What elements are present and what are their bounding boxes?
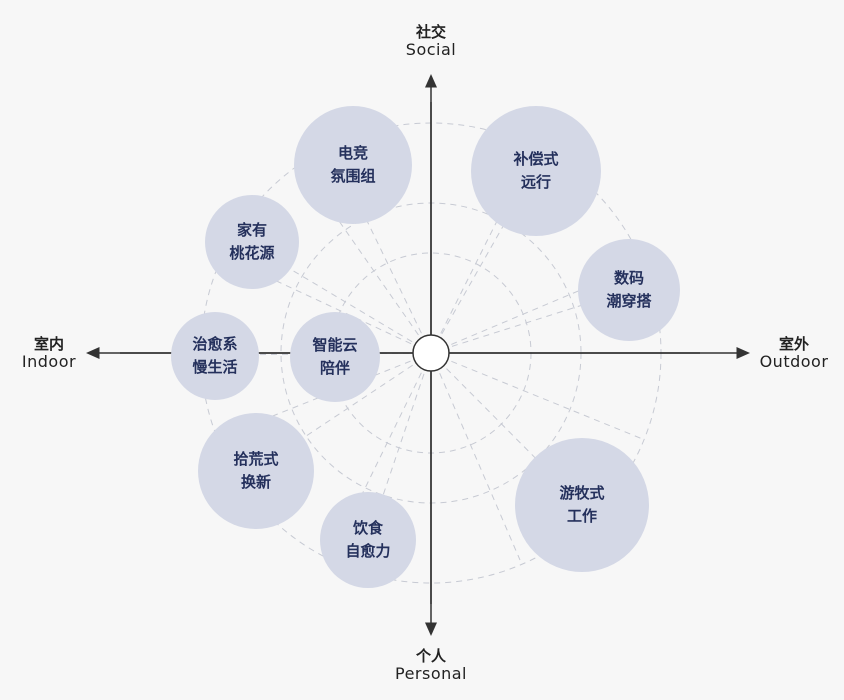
bubble-healing-slow-life-line1: 治愈系 [192,334,238,353]
bubble-esports: 电竞 氛围组 [294,106,412,224]
bubble-scavenger-swap-line2: 换新 [240,473,271,491]
bubble-nomadic-work-line1: 游牧式 [559,483,605,502]
spoke [430,352,521,561]
axis-label-indoor: 室内 Indoor [14,336,84,370]
axis-personal-zh: 个人 [415,647,446,665]
bubble-food-self-healing-line2: 自愈力 [345,542,391,560]
spoke [430,204,506,354]
bubble-food-self-healing: 饮食 自愈力 [320,492,416,588]
spoke [430,289,631,354]
bubble-compensatory-travel-line2: 远行 [520,173,551,191]
bubble-esports-line1: 电竞 [337,143,368,162]
axis-outdoor-en: Outdoor [759,351,829,371]
bubble-digital-fashion-line2: 潮穿搭 [606,292,652,310]
bubble-esports-line2: 氛围组 [330,167,376,185]
axis-label-personal: 个人 Personal [391,648,471,682]
spoke [430,352,646,441]
bubble-smart-cloud: 智能云 陪伴 [290,312,380,402]
bubble-compensatory-travel-line1: 补偿式 [513,149,559,168]
axis-indoor-en: Indoor [21,351,77,371]
bubble-food-self-healing-line1: 饮食 [352,518,383,537]
bubble-smart-cloud-line2: 陪伴 [319,359,350,377]
spoke [430,169,536,354]
bubble-scavenger-swap: 拾荒式 换新 [198,413,314,529]
bubble-scavenger-swap-line1: 拾荒式 [233,449,279,468]
bubble-healing-slow-life: 治愈系 慢生活 [171,312,259,400]
axis-personal-en: Personal [394,663,467,683]
bubble-digital-fashion: 数码 潮穿搭 [578,239,680,341]
axis-label-outdoor: 室外 Outdoor [752,336,836,370]
bubble-home-utopia: 家有 桃花源 [205,195,299,289]
bubble-nomadic-work-line2: 工作 [566,507,597,525]
bubble-digital-fashion-line1: 数码 [613,268,644,287]
bubble-home-utopia-line1: 家有 [236,220,267,239]
spoke [249,244,432,354]
bubble-smart-cloud-line1: 智能云 [312,335,358,354]
axis-social-en: Social [405,39,457,59]
axis-social-zh: 社交 [415,23,446,41]
axis-label-social: 社交 Social [396,24,466,58]
bubble-compensatory-travel: 补偿式 远行 [471,106,601,236]
bubble-healing-slow-life-line2: 慢生活 [192,358,238,376]
spoke [339,164,432,354]
bubble-nomadic-work: 游牧式 工作 [515,438,649,572]
center-circle [412,334,450,372]
axis-outdoor-zh: 室外 [778,335,809,353]
bubble-home-utopia-line2: 桃花源 [229,244,275,262]
axis-indoor-zh: 室内 [33,335,64,353]
